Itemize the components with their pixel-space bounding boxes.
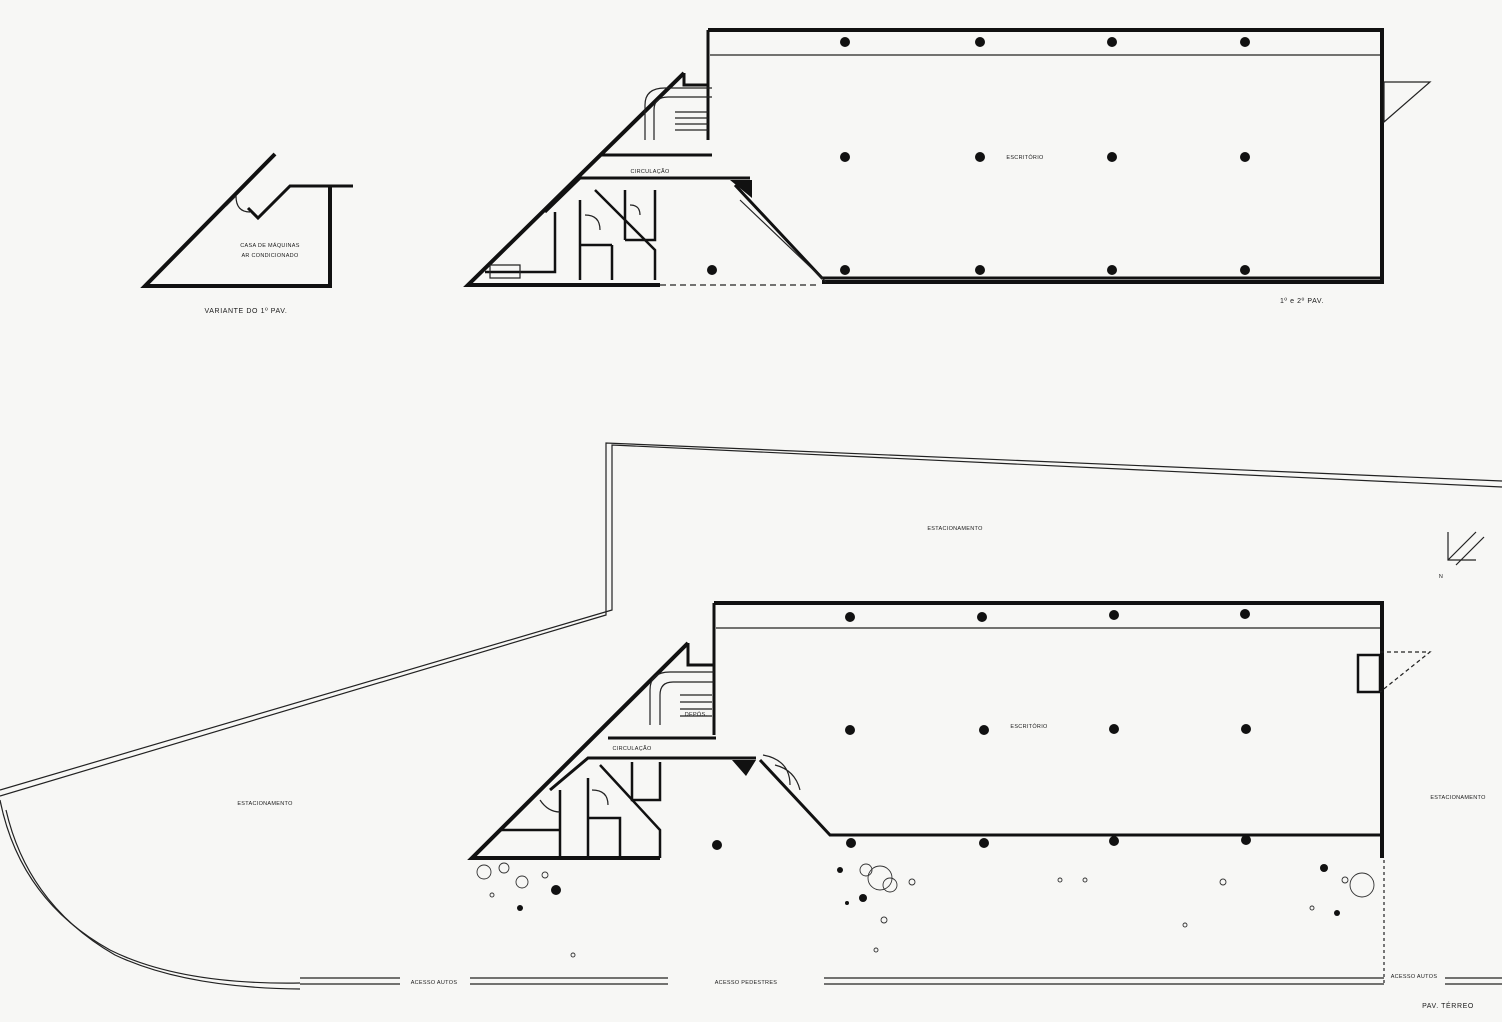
access-line — [300, 860, 1502, 985]
label-acesso-pedestres: ACESSO PEDESTRES — [715, 980, 778, 986]
landscape-trees — [476, 862, 1375, 958]
label-variante: VARIANTE DO 1º PAV. — [205, 308, 288, 315]
ground-floor-plan — [467, 601, 1432, 860]
site-boundary — [0, 444, 1502, 791]
ground-columns — [712, 609, 1251, 850]
label-casa-maquinas-1: CASA DE MÁQUINAS — [240, 242, 300, 249]
label-pav-upper: 1º e 2º PAV. — [1280, 298, 1324, 305]
label-pav-terreo: PAV. TÉRREO — [1422, 1001, 1474, 1010]
north-arrow-icon — [1447, 531, 1485, 566]
label-escritorio-lower: ESCRITÓRIO — [1010, 723, 1048, 730]
label-circulacao-upper: CIRCULAÇÃO — [630, 168, 669, 175]
label-circulacao-lower: CIRCULAÇÃO — [612, 745, 651, 752]
label-escritorio-upper: ESCRITÓRIO — [1006, 154, 1044, 161]
upper-columns — [707, 37, 1250, 275]
label-casa-maquinas-2: AR CONDICIONADO — [241, 253, 298, 259]
label-north: N — [1439, 574, 1443, 580]
label-depos: DEPÓS. — [685, 711, 708, 718]
upper-door-swing — [1383, 81, 1432, 124]
label-acesso-autos-1: ACESSO AUTOS — [411, 980, 458, 986]
label-estacionamento-top: ESTACIONAMENTO — [927, 526, 983, 532]
upper-floor-plan — [463, 28, 1384, 287]
site-curve — [0, 799, 301, 984]
variante-plan — [140, 152, 353, 288]
label-estacionamento-left: ESTACIONAMENTO — [237, 801, 293, 807]
label-estacionamento-right: ESTACIONAMENTO — [1430, 795, 1486, 801]
label-acesso-autos-2: ACESSO AUTOS — [1391, 974, 1438, 980]
